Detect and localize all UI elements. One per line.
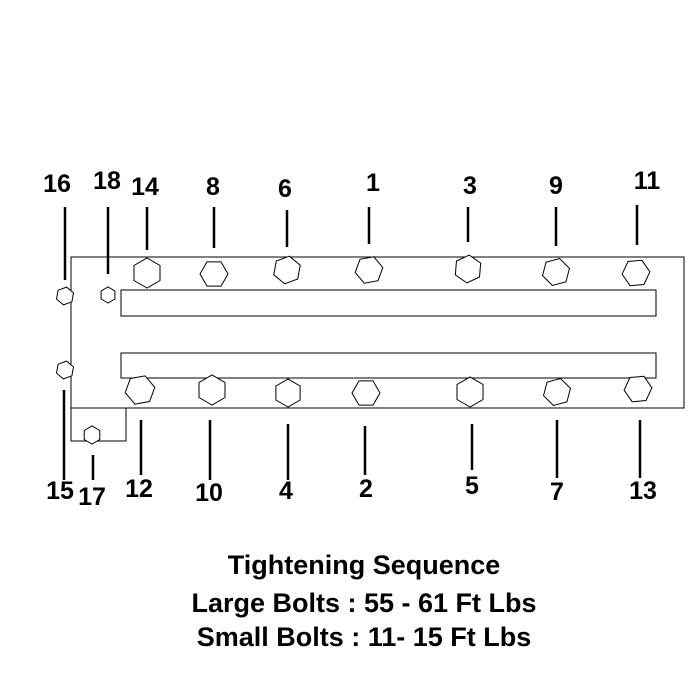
bolt-sequence-label: 13 <box>629 477 657 505</box>
hex-bolt-icon <box>133 257 161 289</box>
bolt-sequence-label: 15 <box>46 477 74 505</box>
bolt-9: 9 <box>541 172 571 287</box>
upper-port-bar <box>120 289 657 317</box>
hex-bolt-icon <box>55 286 75 306</box>
bolt-6: 6 <box>273 175 301 285</box>
bolt-7: 7 <box>542 377 572 506</box>
hex-bolt-icon <box>542 377 572 407</box>
bolt-12: 12 <box>124 375 156 503</box>
hex-bolt-icon <box>275 378 301 408</box>
bolt-15: 15 <box>46 360 75 505</box>
bolt-5: 5 <box>456 376 484 500</box>
hex-bolt-icon <box>541 257 571 287</box>
bolt-1: 1 <box>354 169 384 284</box>
caption-large-bolts: Large Bolts : 55 - 61 Ft Lbs <box>191 588 537 618</box>
bolt-sequence-label: 16 <box>43 170 71 198</box>
hex-bolt-icon <box>273 255 301 285</box>
bolt-sequence-label: 1 <box>366 169 380 197</box>
bolt-sequence-label: 11 <box>634 167 661 195</box>
bolt-sequence-label: 8 <box>206 173 220 201</box>
hex-bolt-icon <box>55 360 75 380</box>
bolt-16: 16 <box>43 170 75 306</box>
bolt-sequence-label: 3 <box>463 172 477 200</box>
hex-bolt-icon <box>454 254 482 284</box>
bolt-sequence-label: 4 <box>279 477 293 505</box>
hex-bolt-icon <box>354 256 384 284</box>
bolt-3: 3 <box>454 172 482 284</box>
bolt-sequence-label: 14 <box>131 173 159 201</box>
bolt-sequence-label: 18 <box>93 167 121 195</box>
bolt-2: 2 <box>351 380 381 503</box>
bolt-10: 10 <box>195 374 226 507</box>
hex-bolt-icon <box>124 375 156 405</box>
hex-bolt-icon <box>621 259 651 287</box>
bolt-sequence-label: 12 <box>125 475 153 503</box>
bolt-sequence-label: 6 <box>278 175 292 203</box>
bolt-sequence-label: 17 <box>78 483 106 511</box>
hex-bolt-icon <box>351 380 381 406</box>
hex-bolt-icon <box>83 425 101 445</box>
bolt-17: 17 <box>78 425 106 511</box>
hex-bolt-icon <box>456 376 484 408</box>
bolt-sequence-label: 10 <box>195 479 223 507</box>
bolt-sequence-label: 7 <box>550 478 564 506</box>
hex-bolt-icon <box>198 374 226 406</box>
bolt-13: 13 <box>623 375 657 505</box>
hex-bolt-icon <box>199 261 229 287</box>
bolt-4: 4 <box>275 378 301 505</box>
bolt-sequence-label: 9 <box>549 172 563 200</box>
caption-title: Tightening Sequence <box>227 550 501 580</box>
hex-bolt-icon <box>100 286 116 304</box>
manifold-tab <box>70 407 127 442</box>
bolt-sequence-label: 5 <box>465 472 479 500</box>
lower-port-bar <box>120 352 657 379</box>
bolt-14: 14 <box>131 173 161 289</box>
caption-small-bolts: Small Bolts : 11- 15 Ft Lbs <box>196 622 532 652</box>
bolt-11: 11 <box>621 167 661 287</box>
bolt-8: 8 <box>199 173 229 287</box>
manifold-body <box>70 256 685 409</box>
bolt-sequence-label: 2 <box>359 475 373 503</box>
bolt-18: 18 <box>93 167 121 304</box>
hex-bolt-icon <box>623 375 653 403</box>
